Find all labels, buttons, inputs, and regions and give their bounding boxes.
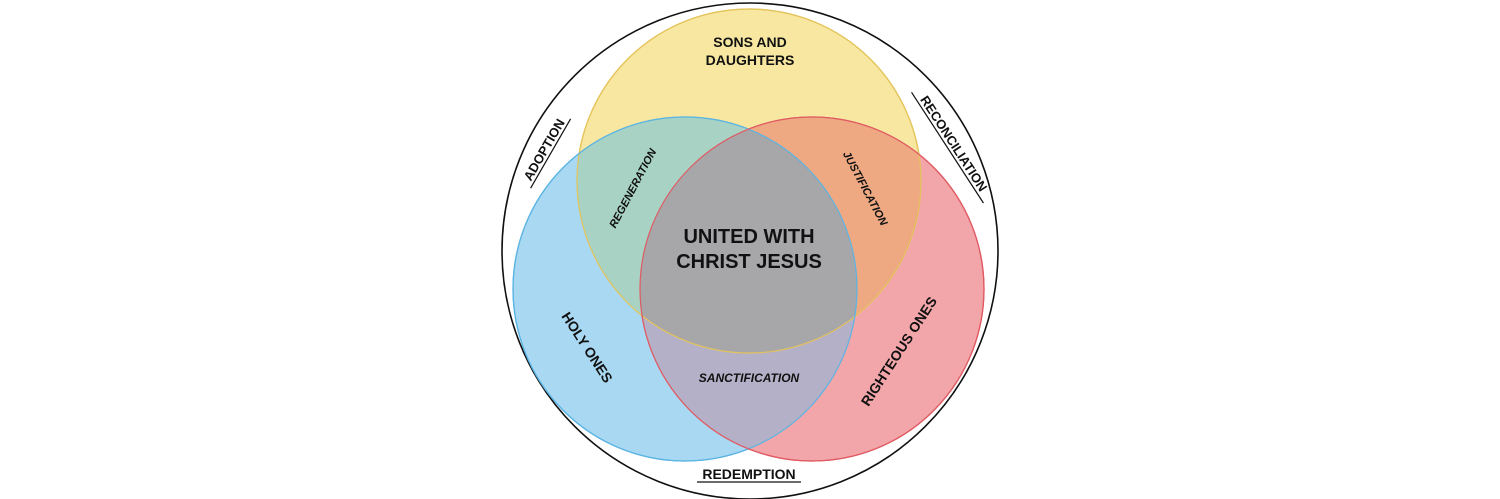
overlap-center <box>640 117 857 353</box>
blue-outline <box>512 116 858 462</box>
yellow-outline <box>576 8 922 354</box>
sanctification-label: SANCTIFICATION <box>699 371 800 385</box>
center-label-line1: UNITED WITH <box>683 226 814 248</box>
red-outline <box>639 116 985 462</box>
yellow-label-line1: SONS AND <box>713 34 786 50</box>
yellow-label-line2: DAUGHTERS <box>706 52 795 68</box>
adoption-underline <box>530 118 572 189</box>
center-label-line2: CHRIST JESUS <box>676 251 822 273</box>
redemption-label-group: REDEMPTION <box>697 466 801 483</box>
redemption-label: REDEMPTION <box>702 466 795 482</box>
reconciliation-underline <box>911 91 984 204</box>
